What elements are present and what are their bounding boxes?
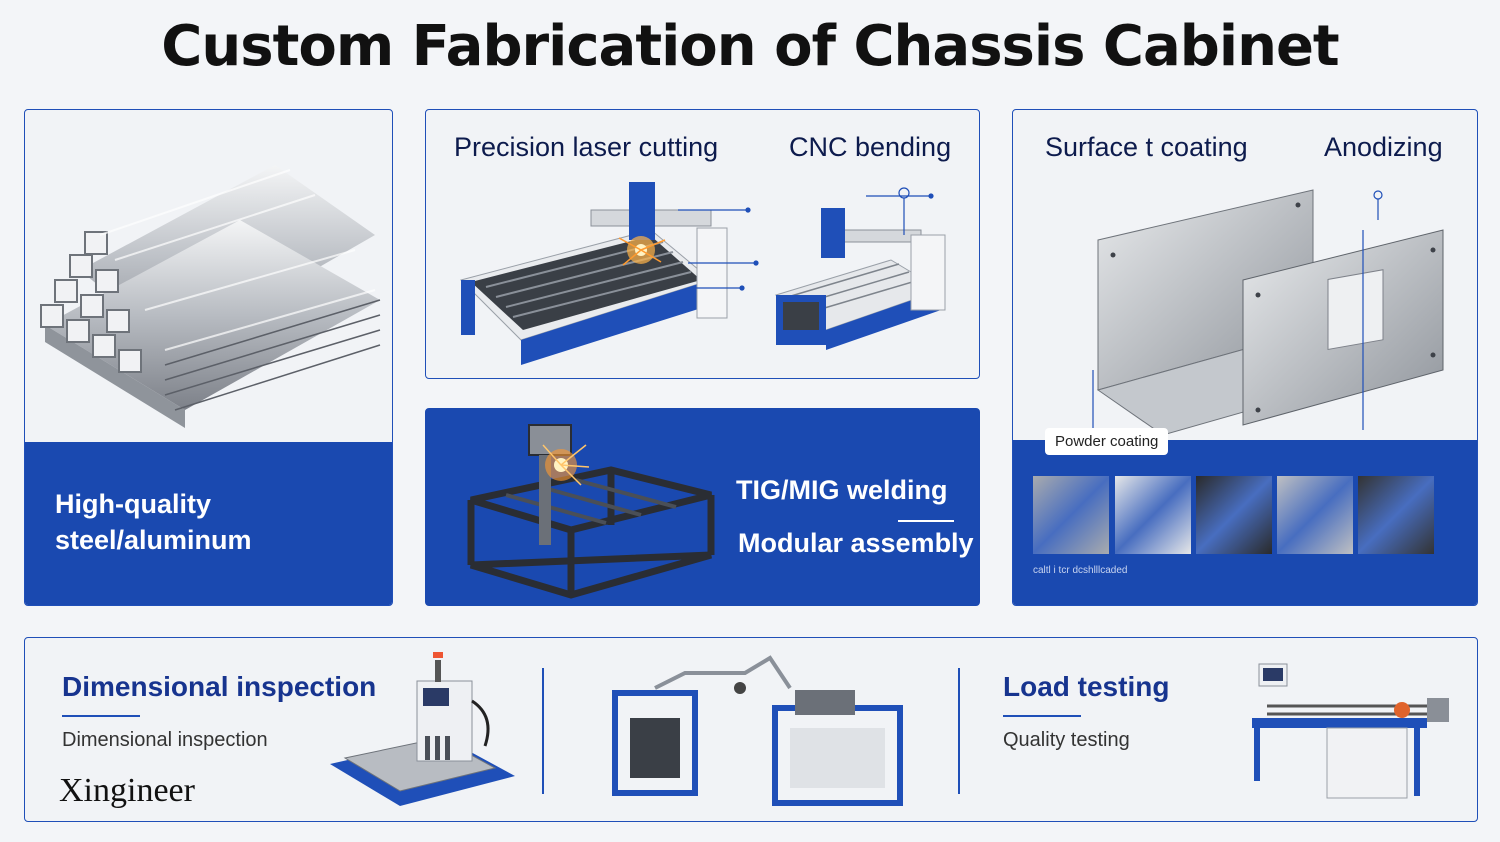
- powder-coating-tag: Powder coating: [1045, 428, 1169, 455]
- finish-swatch: [1277, 476, 1353, 554]
- anodizing-label: Anodizing: [1324, 132, 1443, 162]
- inspection-heading: Dimensional inspection: [62, 671, 377, 702]
- finish-swatch: [1196, 476, 1272, 554]
- test-stations-illustration: [612, 655, 903, 806]
- swatch-caption: caltl i tcr dcshlllcaded: [1033, 565, 1128, 576]
- surface-panel: Surface t coating Anodizing Powder coati…: [1012, 109, 1478, 606]
- page-title: Custom Fabrication of Chassis Cabinet: [161, 14, 1339, 79]
- materials-label-line2: steel/aluminum: [55, 525, 252, 555]
- inspection-subtitle: Dimensional inspection: [62, 729, 268, 751]
- cmm-machine-illustration: [330, 652, 515, 806]
- laser-cutting-label: Precision laser cutting: [454, 132, 719, 162]
- callout-lines: [678, 187, 934, 291]
- materials-panel: High-quality steel/aluminum: [24, 109, 393, 606]
- load-tester-illustration: [1252, 663, 1449, 799]
- welding-divider: [898, 520, 954, 522]
- inspection-underline: [62, 715, 140, 717]
- finish-swatch: [1033, 476, 1109, 554]
- materials-label: High-quality steel/aluminum: [55, 486, 252, 558]
- finish-swatch: [1115, 476, 1191, 554]
- qa-panel: Dimensional inspection Dimensional inspe…: [24, 637, 1478, 822]
- brand-logo: Xingineer: [59, 772, 195, 809]
- finish-swatch: [1358, 476, 1434, 554]
- assembly-label: Modular assembly: [738, 528, 974, 558]
- load-testing-heading: Load testing: [1003, 671, 1170, 702]
- welding-label: TIG/MIG welding: [736, 475, 948, 505]
- load-testing-underline: [1003, 715, 1081, 717]
- surface-coating-label: Surface t coating: [1045, 132, 1248, 162]
- welding-panel: TIG/MIG welding Modular assembly: [425, 408, 980, 606]
- metal-profiles-illustration: [40, 165, 381, 428]
- cnc-bending-label: CNC bending: [789, 132, 952, 162]
- load-testing-subtitle: Quality testing: [1003, 729, 1130, 751]
- qa-divider-1: [542, 668, 544, 794]
- qa-divider-2: [958, 668, 960, 794]
- materials-label-line1: High-quality: [55, 489, 211, 519]
- welding-frame-illustration: [467, 424, 715, 599]
- cutting-panel: Precision laser cutting CNC bending: [425, 109, 980, 379]
- materials-band: High-quality steel/aluminum: [25, 442, 392, 605]
- cnc-bender-illustration: [774, 208, 946, 350]
- chassis-enclosure-illustration: [1096, 189, 1444, 436]
- laser-cutter-illustration: [460, 182, 728, 365]
